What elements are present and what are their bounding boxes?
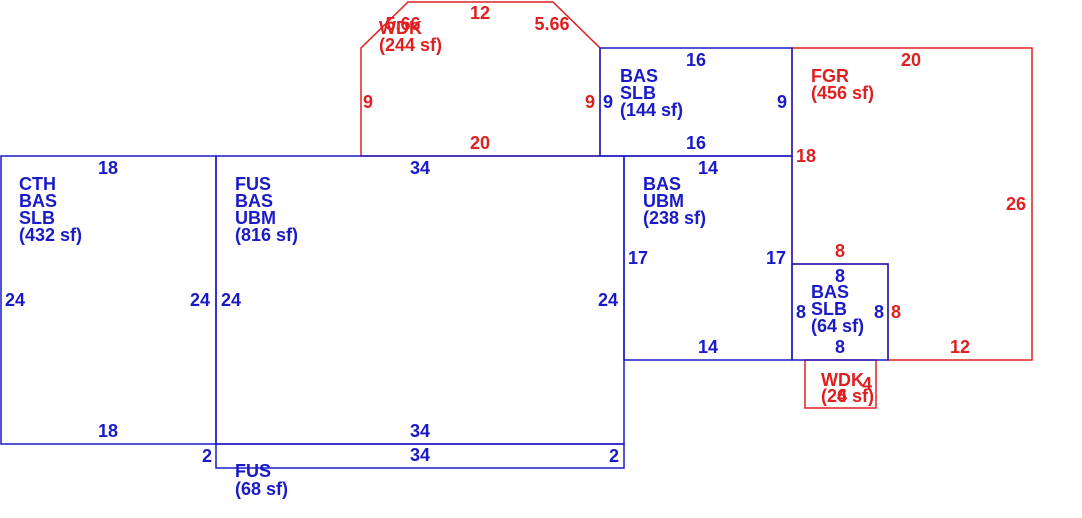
bas-ubm-label-1: BAS (643, 174, 681, 194)
fus-main-label-1: FUS (235, 174, 271, 194)
wdk-small-area: (24 sf) (821, 386, 874, 406)
bas-slb-top-label-1: BAS (620, 66, 658, 86)
bas-slb-small-outline (791, 263, 889, 361)
wdk-top-area: (244 sf) (379, 35, 442, 55)
dim-smallslb-left: 8 (796, 302, 806, 322)
dim-fus-strip-left: 2 (202, 446, 212, 466)
dim-wdk-left: 9 (363, 92, 373, 112)
bas-slb-top-outline (599, 47, 793, 157)
wdk-top-label: WDK (379, 18, 422, 38)
fus-small-outline (215, 443, 625, 469)
dim-smallslb-right: 8 (874, 302, 884, 322)
bas-slb-small-label-2: SLB (811, 299, 847, 319)
fus-small-area: (68 sf) (235, 479, 288, 499)
dim-basubm-bottom: 14 (698, 337, 718, 357)
cth-label-2: BAS (19, 191, 57, 211)
fus-small-label: FUS (235, 461, 271, 481)
dim-cth-bottom: 18 (98, 421, 118, 441)
dim-fus-strip-right: 2 (609, 446, 619, 466)
dim-wdk-diag-left: 5.66 (385, 14, 420, 34)
bas-slb-top-area: (144 sf) (620, 100, 683, 120)
bas-ubm-label-2: UBM (643, 191, 684, 211)
dim-fus-bottom: 34 (410, 421, 430, 441)
dim-smallslb-top: 8 (835, 266, 845, 286)
dim-fgr-bottom: 12 (950, 337, 970, 357)
dim-wdksmall-1: 4 (862, 374, 872, 394)
dim-fus-right: 24 (598, 290, 618, 310)
dim-cth-right: 24 (190, 290, 210, 310)
dim-fus-left: 24 (221, 290, 241, 310)
dim-basubm-top: 14 (698, 158, 718, 178)
dim-fgr-left: 18 (796, 146, 816, 166)
fgr-label: FGR (811, 66, 849, 86)
dim-wdksmall-2: 6 (837, 386, 847, 406)
bas-slb-small-label-1: BAS (811, 282, 849, 302)
dim-basslb-bottom: 16 (686, 133, 706, 153)
fus-main-outline (215, 155, 625, 445)
dim-fus-strip-bottom: 34 (410, 445, 430, 465)
dim-fgr-top: 20 (901, 50, 921, 70)
bas-slb-small-area: (64 sf) (811, 316, 864, 336)
fus-main-label-3: UBM (235, 208, 276, 228)
dim-cth-top: 18 (98, 158, 118, 178)
dim-fus-top: 34 (410, 158, 430, 178)
dim-basubm-right: 17 (766, 248, 786, 268)
cth-label-1: CTH (19, 174, 56, 194)
dim-fgr-notch-side: 8 (891, 302, 901, 322)
bas-ubm-area: (238 sf) (643, 208, 706, 228)
dim-fgr-right: 26 (1006, 194, 1026, 214)
dim-wdk-diag-right: 5.66 (534, 14, 569, 34)
dim-wdk-top: 12 (470, 3, 490, 23)
dim-basslb-top: 16 (686, 50, 706, 70)
cth-area: (432 sf) (19, 225, 82, 245)
dim-wdk-bottom: 20 (470, 133, 490, 153)
wdk-small-label: WDK (821, 370, 864, 390)
fus-main-area: (816 sf) (235, 225, 298, 245)
dim-wdk-right: 9 (585, 92, 595, 112)
bas-slb-top-label-2: SLB (620, 83, 656, 103)
dim-basslb-left: 9 (603, 92, 613, 112)
cth-label-3: SLB (19, 208, 55, 228)
dim-basslb-right: 9 (777, 92, 787, 112)
dim-basubm-left: 17 (628, 248, 648, 268)
dim-smallslb-bottom: 8 (835, 337, 845, 357)
fus-main-label-2: BAS (235, 191, 273, 211)
dim-cth-left: 24 (5, 290, 25, 310)
fgr-area: (456 sf) (811, 83, 874, 103)
dim-fgr-notch-top: 8 (835, 241, 845, 261)
